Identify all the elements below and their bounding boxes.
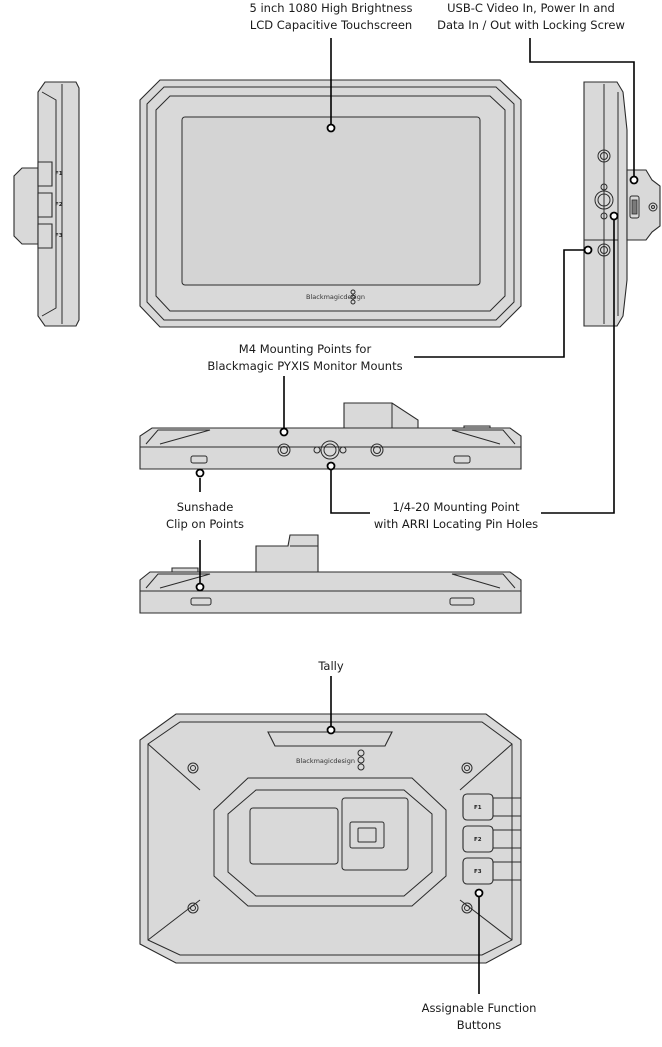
function-buttons-label-line1: Assignable Function: [421, 1001, 537, 1015]
function-buttons-label-line2: Buttons: [456, 1018, 502, 1032]
mount-top-callout-dot: [326, 461, 336, 471]
function-buttons-callout-dot: [474, 888, 484, 898]
usbc-label-line2: Data In / Out with Locking Screw: [437, 18, 625, 32]
tally-label: Tally: [291, 658, 371, 675]
mount-point-label-line2: with ARRI Locating Pin Holes: [373, 517, 539, 531]
back-brand: Blackmagicdesign: [296, 757, 355, 765]
touchscreen-label-line1: 5 inch 1080 High Brightness: [249, 1, 413, 15]
sunshade-label: Sunshade Clip on Points: [150, 499, 260, 533]
left-f2-label: F2: [55, 202, 63, 208]
tally-label-line1: Tally: [318, 659, 344, 673]
mount-point-label: 1/4-20 Mounting Point with ARRI Locating…: [366, 499, 546, 533]
usbc-label-line1: USB-C Video In, Power In and: [447, 1, 615, 15]
m4-label: M4 Mounting Points for Blackmagic PYXIS …: [200, 341, 410, 375]
sunshade-label-line1: Sunshade: [176, 500, 234, 514]
m4-top-callout-dot: [279, 427, 289, 437]
back-f2-label: F2: [474, 837, 482, 843]
mount-point-label-line1: 1/4-20 Mounting Point: [392, 500, 520, 514]
left-f1-label: F1: [55, 171, 63, 177]
back-view: Blackmagicdesign F1 F2 F3: [139, 713, 522, 964]
sunshade-bottom-callout-dot: [195, 582, 205, 592]
m4-side-callout-dot: [583, 245, 593, 255]
back-f1-label: F1: [474, 805, 482, 811]
callout-dots: [195, 123, 639, 898]
sunshade-top-callout-dot: [195, 468, 205, 478]
touchscreen-label: 5 inch 1080 High Brightness LCD Capaciti…: [231, 0, 431, 34]
front-brand: Blackmagicdesign: [306, 293, 365, 301]
sunshade-label-line2: Clip on Points: [166, 517, 244, 531]
usbc-callout-dot: [629, 175, 639, 185]
leader-lines: [199, 38, 635, 994]
mount-side-callout-dot: [609, 211, 619, 221]
touchscreen-callout-dot: [326, 123, 336, 133]
left-f3-label: F3: [55, 233, 63, 239]
touchscreen-label-line2: LCD Capacitive Touchscreen: [249, 18, 413, 32]
front-view: Blackmagicdesign: [139, 79, 522, 328]
m4-label-line2: Blackmagic PYXIS Monitor Mounts: [207, 359, 403, 373]
right-side-view: [583, 81, 661, 327]
left-side-view: F1 F2 F3: [13, 81, 80, 327]
back-f3-label: F3: [474, 869, 482, 875]
bottom-view: [139, 534, 522, 614]
tally-callout-dot: [326, 725, 336, 735]
function-buttons-label: Assignable Function Buttons: [404, 1000, 554, 1034]
top-view: [139, 402, 522, 470]
usbc-label: USB-C Video In, Power In and Data In / O…: [430, 0, 632, 34]
m4-label-line1: M4 Mounting Points for: [238, 342, 372, 356]
